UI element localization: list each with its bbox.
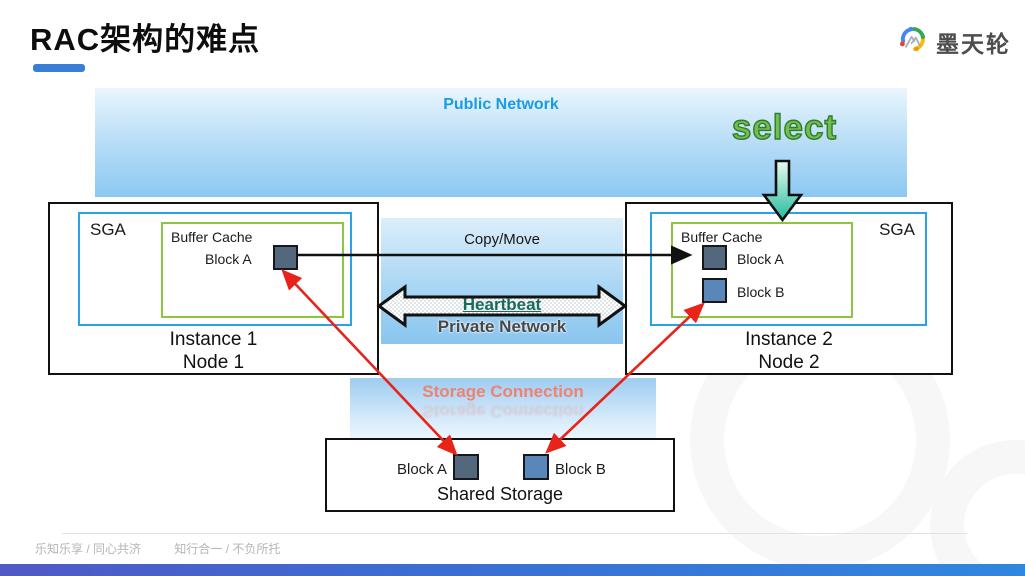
footer-divider xyxy=(62,533,967,534)
node1-buffer-cache-box: Buffer Cache Block A xyxy=(161,222,344,318)
node2-buffer-cache-label: Buffer Cache xyxy=(681,229,763,245)
node2-sga-box: SGA Buffer Cache Block A Block B xyxy=(650,212,927,326)
storage-connection-band: Storage Connection Storage Connection xyxy=(350,378,656,438)
title-accent-bar xyxy=(33,64,85,72)
node2-instance-label: Instance 2 xyxy=(745,329,833,350)
node2-block-b-square xyxy=(702,278,727,303)
node1-sga-box: SGA Buffer Cache Block A xyxy=(78,212,352,326)
storage-block-b-label: Block B xyxy=(555,461,606,478)
node2-box: SGA Buffer Cache Block A Block B Instanc… xyxy=(625,202,953,375)
select-annotation: select xyxy=(731,107,838,147)
copy-move-label: Copy/Move xyxy=(464,231,540,248)
heartbeat-label: Heartbeat xyxy=(462,295,542,314)
bottom-accent-bar xyxy=(0,564,1025,576)
shared-storage-label: Shared Storage xyxy=(436,484,564,504)
node1-block-a-label: Block A xyxy=(205,251,252,267)
footer-slogan-left: 乐知乐享 / 同心共济 xyxy=(35,542,142,556)
storage-connection-label: Storage Connection xyxy=(422,382,584,401)
shared-storage-box: Block A Block B Shared Storage xyxy=(325,438,675,512)
public-network-label: Public Network xyxy=(443,96,559,113)
node2-sga-label: SGA xyxy=(879,220,915,239)
node2-block-a-label: Block A xyxy=(737,251,784,267)
storage-connection-reflection: Storage Connection xyxy=(422,402,584,421)
node2-block-b-label: Block B xyxy=(737,284,785,300)
node1-caption: Instance 1 Node 1 xyxy=(50,328,377,374)
node2-caption: Instance 2 Node 2 xyxy=(627,328,951,374)
footer-slogan-right: 知行合一 / 不负所托 xyxy=(174,542,281,556)
node1-instance-label: Instance 1 xyxy=(169,329,258,350)
node2-block-a-square xyxy=(702,245,727,270)
brand-name: 墨天轮 xyxy=(936,30,1011,57)
storage-block-a-label: Block A xyxy=(397,461,448,478)
node1-box: SGA Buffer Cache Block A Instance 1 Node… xyxy=(48,202,379,375)
brand-logo: 墨天轮 xyxy=(896,22,1011,61)
private-network-label: Private Network xyxy=(437,317,567,336)
node1-buffer-cache-label: Buffer Cache xyxy=(171,229,253,245)
pinwheel-logo-icon xyxy=(896,22,930,61)
private-network-band: Copy/Move Private Network xyxy=(381,218,623,344)
node2-node-label: Node 2 xyxy=(758,352,820,373)
storage-block-a-square xyxy=(453,454,479,480)
footer-slogan: 乐知乐享 / 同心共济 知行合一 / 不负所托 xyxy=(35,540,280,557)
node2-buffer-cache-box: Buffer Cache Block A Block B xyxy=(671,222,853,318)
node1-sga-label: SGA xyxy=(90,220,126,239)
storage-block-b-square xyxy=(523,454,549,480)
page-title: RAC架构的难点 xyxy=(30,22,261,57)
node1-block-a-square xyxy=(273,245,298,270)
node1-node-label: Node 1 xyxy=(182,352,245,373)
